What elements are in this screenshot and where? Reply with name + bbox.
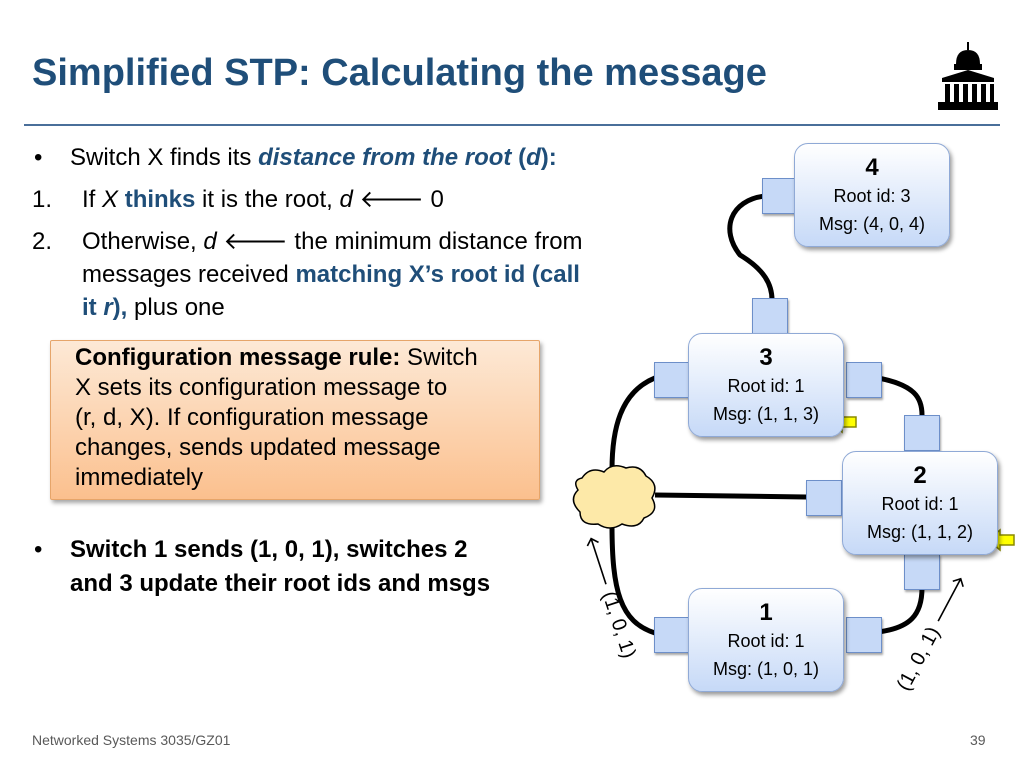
list-item-1: If X thinks it is the root, d 🡐 0 bbox=[82, 183, 444, 217]
list-item-2-line-3: it r), plus one bbox=[82, 291, 225, 325]
node-msg: Msg: (1, 0, 1) bbox=[712, 659, 820, 679]
list-item-2-line-2: messages received matching X’s root id (… bbox=[82, 258, 580, 292]
link-cloud-2 bbox=[654, 492, 807, 500]
link-3-cloud bbox=[609, 375, 657, 471]
node-root-id: Root id: 1 bbox=[727, 376, 805, 396]
emphasis-text: distance from the root bbox=[258, 144, 512, 171]
item-text: messages received bbox=[82, 261, 296, 288]
list-item-2-line-1: Otherwise, d 🡐 the minimum distance from bbox=[82, 225, 583, 259]
port-4-left bbox=[762, 178, 798, 214]
node-id: 4 bbox=[865, 154, 879, 181]
item-text: it is the root, bbox=[195, 186, 340, 213]
page-title: Simplified STP: Calculating the message bbox=[32, 52, 767, 94]
bullet-text: Switch X finds its bbox=[70, 144, 259, 171]
callout-line-1: Configuration message rule: Switch bbox=[75, 343, 531, 373]
callout-line-4: changes, sends updated message bbox=[75, 434, 441, 461]
link-2-1 bbox=[877, 587, 925, 635]
node-root-id: Root id: 3 bbox=[833, 186, 911, 206]
bullet-switch1-line-2: and 3 update their root ids and msgs bbox=[70, 570, 491, 597]
callout-line-3: (r, d, X). If configuration message bbox=[75, 404, 429, 431]
list-number-2: 2. bbox=[32, 228, 53, 255]
variable-d: d bbox=[203, 228, 217, 255]
item-text: plus one bbox=[127, 294, 225, 321]
bullet-marker: • bbox=[34, 536, 43, 563]
page-number: 39 bbox=[970, 732, 986, 748]
variable-d: d bbox=[339, 186, 353, 213]
callout-lead: Configuration message rule: bbox=[75, 344, 401, 371]
node-root-id: Root id: 1 bbox=[727, 631, 805, 651]
bullet-switch1-line-1: Switch 1 sends (1, 0, 1), switches 2 bbox=[70, 536, 468, 563]
callout-text: Switch bbox=[400, 344, 478, 371]
port-3-left bbox=[654, 362, 690, 398]
emphasis-text: it bbox=[82, 294, 104, 321]
link-3-2 bbox=[877, 375, 925, 416]
callout-line-2: X sets its configuration message to bbox=[75, 374, 448, 401]
link-4-3 bbox=[727, 193, 775, 301]
node-id: 2 bbox=[913, 462, 927, 489]
paren-text: ): bbox=[540, 144, 557, 171]
left-arrow-icon: 🡐 bbox=[359, 186, 424, 213]
switch-node-4: 4 Root id: 3 Msg: (4, 0, 4) bbox=[794, 143, 950, 247]
left-arrow-icon: 🡐 bbox=[223, 228, 288, 255]
variable-d: d bbox=[526, 144, 541, 171]
node-id: 1 bbox=[759, 599, 773, 626]
item-text: Otherwise, bbox=[82, 228, 204, 255]
emphasis-text: thinks bbox=[124, 186, 196, 213]
port-2-left bbox=[806, 480, 842, 516]
node-msg: Msg: (1, 1, 2) bbox=[866, 522, 974, 542]
link-cloud-1 bbox=[609, 524, 656, 636]
institution-logo-icon bbox=[938, 42, 998, 110]
callout-line-5: immediately bbox=[75, 464, 204, 491]
port-1-left bbox=[654, 617, 690, 653]
footer-course: Networked Systems 3035/GZ01 bbox=[32, 732, 231, 748]
item-text: If bbox=[82, 186, 103, 213]
switch-node-2: 2 Root id: 1 Msg: (1, 1, 2) bbox=[842, 451, 998, 555]
list-number-1: 1. bbox=[32, 186, 53, 213]
port-3-right bbox=[846, 362, 882, 398]
variable-r: r bbox=[103, 294, 113, 321]
node-root-id: Root id: 1 bbox=[881, 494, 959, 514]
node-id: 3 bbox=[759, 344, 773, 371]
paren-text: ( bbox=[511, 144, 527, 171]
bullet-distance-from-root: Switch X finds its distance from the roo… bbox=[70, 141, 557, 175]
emphasis-text: ), bbox=[112, 294, 128, 321]
switch-node-3: 3 Root id: 1 Msg: (1, 1, 3) bbox=[688, 333, 844, 437]
port-2-top bbox=[904, 415, 940, 451]
port-3-top bbox=[752, 298, 788, 334]
lan-cloud-icon bbox=[572, 465, 656, 529]
item-text: 0 bbox=[423, 186, 444, 213]
item-text: the minimum distance from bbox=[287, 228, 583, 255]
switch-node-1: 1 Root id: 1 Msg: (1, 0, 1) bbox=[688, 588, 844, 692]
variable-x: X bbox=[102, 186, 119, 213]
port-1-right bbox=[846, 617, 882, 653]
emphasis-text: matching X’s root id (call bbox=[295, 261, 580, 288]
config-message-rule-callout: Configuration message rule: Switch X set… bbox=[50, 340, 540, 500]
node-msg: Msg: (1, 1, 3) bbox=[712, 404, 820, 424]
title-divider bbox=[24, 124, 1000, 126]
bullet-marker: • bbox=[34, 144, 43, 171]
node-msg: Msg: (4, 0, 4) bbox=[818, 214, 926, 234]
port-2-bottom bbox=[904, 554, 940, 590]
